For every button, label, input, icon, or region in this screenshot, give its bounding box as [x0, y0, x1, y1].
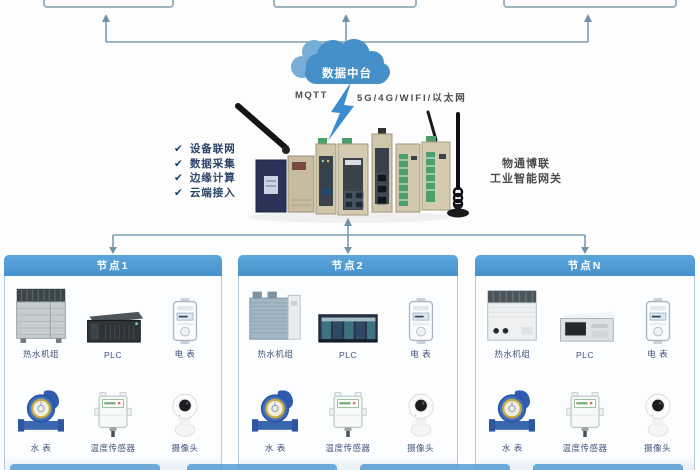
camera-icon — [403, 391, 439, 438]
antenna-icon — [235, 103, 289, 151]
check-icon: ✔ — [174, 143, 183, 155]
feature-item: ✔ 数据采集 — [174, 157, 236, 170]
chiller-icon — [247, 284, 303, 344]
device-label: PLC — [575, 350, 595, 360]
next-row-header-strip — [10, 464, 160, 470]
cloud-shape: 数据中台 — [291, 39, 390, 84]
device-label: 摄像头 — [171, 443, 199, 453]
device-label: PLC — [103, 350, 123, 360]
temperature-sensor-icon — [93, 389, 133, 438]
device-label: 摄像头 — [644, 443, 672, 453]
device-label: 热水机组 — [257, 349, 294, 359]
device-label: 温度传感器 — [90, 443, 136, 453]
gateway-brand: 物通博联 工业智能网关 — [490, 158, 562, 185]
gateway-devices-image — [235, 103, 469, 223]
arrowheads — [102, 14, 592, 254]
node-item: 热水机组 — [5, 278, 77, 360]
antenna-icon — [426, 110, 438, 142]
node-item: PLC — [549, 278, 622, 360]
device-label: 温度传感器 — [562, 443, 608, 453]
node-item: 温度传感器 — [77, 378, 149, 454]
feature-item: ✔ 设备联网 — [174, 143, 236, 155]
device-label: 电 表 — [174, 349, 196, 359]
mqtt-label: MQTT — [295, 90, 328, 101]
lightning-icon — [328, 82, 354, 141]
node-item: PLC — [77, 278, 149, 360]
water-meter-icon — [252, 388, 298, 438]
node-panel-3: 节点N 热水机组 PLC 电 表 水 表 — [475, 255, 695, 470]
electric-meter-icon — [643, 298, 673, 344]
camera-icon — [167, 391, 203, 438]
upstream-box-2 — [273, 0, 417, 8]
electric-meter-icon — [406, 298, 436, 344]
check-icon: ✔ — [174, 157, 183, 170]
node-item: 电 表 — [384, 278, 457, 360]
device-label: 温度传感器 — [325, 443, 371, 453]
chiller-icon — [13, 284, 69, 344]
node-item: 水 表 — [5, 378, 77, 454]
device-label: 水 表 — [501, 443, 523, 453]
node-item: 温度传感器 — [312, 378, 385, 454]
plc-icon — [552, 308, 618, 346]
node-header: 节点N — [475, 255, 695, 276]
node-item: 热水机组 — [476, 278, 549, 360]
feature-item: ✔ 边缘计算 — [174, 172, 236, 184]
device-label: PLC — [338, 350, 358, 360]
electric-meter-icon — [170, 298, 200, 344]
node-item: 热水机组 — [239, 278, 312, 360]
device-label: 水 表 — [264, 443, 286, 453]
check-icon: ✔ — [174, 186, 183, 199]
temperature-sensor-icon — [565, 389, 605, 438]
node-header: 节点1 — [4, 255, 222, 276]
device-label: 电 表 — [647, 349, 669, 359]
camera-icon — [640, 391, 676, 438]
water-meter-icon — [18, 388, 64, 438]
node-item: 电 表 — [621, 278, 694, 360]
temperature-sensor-icon — [328, 389, 368, 438]
plc-icon — [315, 308, 381, 346]
plc-icon — [80, 308, 146, 346]
wan-label: 5G/4G/WIFI/以太网 — [357, 93, 467, 104]
device-label: 热水机组 — [22, 349, 59, 359]
device-label: 热水机组 — [494, 349, 531, 359]
cloud-label: 数据中台 — [322, 66, 372, 80]
check-icon: ✔ — [174, 172, 183, 184]
upstream-box-1 — [43, 0, 174, 8]
node-panel-2: 节点2 热水机组 PLC 电 表 水 表 — [238, 255, 458, 470]
node-item: 摄像头 — [149, 378, 221, 454]
device-label: 摄像头 — [407, 443, 435, 453]
feature-list: ✔ 设备联网 ✔ 数据采集 ✔ 边缘计算 ✔ 云端接入 — [174, 142, 236, 200]
node-item: 电 表 — [149, 278, 221, 360]
water-meter-icon — [489, 388, 535, 438]
upstream-box-3 — [503, 0, 677, 8]
node-item: 摄像头 — [384, 378, 457, 454]
node-item: PLC — [312, 278, 385, 360]
chiller-icon — [484, 284, 540, 344]
node-item: 水 表 — [476, 378, 549, 454]
feature-item: ✔ 云端接入 — [174, 186, 236, 199]
node-panel-1: 节点1 热水机组 PLC 电 表 水 表 — [4, 255, 222, 470]
next-row-header-strip — [187, 464, 337, 470]
next-row-header-strip — [360, 464, 510, 470]
node-header: 节点2 — [238, 255, 458, 276]
node-item: 水 表 — [239, 378, 312, 454]
node-item: 温度传感器 — [549, 378, 622, 454]
next-row-header-strip — [533, 464, 683, 470]
device-label: 电 表 — [410, 349, 432, 359]
node-item: 摄像头 — [621, 378, 694, 454]
device-label: 水 表 — [30, 443, 52, 453]
